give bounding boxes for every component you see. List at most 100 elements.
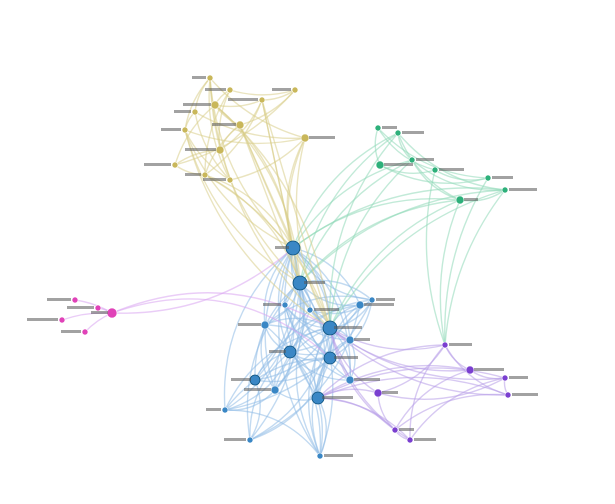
graph-node-yellow [215, 145, 225, 155]
graph-edge [260, 324, 276, 391]
graph-edge [299, 282, 351, 381]
graph-edge [111, 298, 331, 359]
graph-labels [27, 76, 538, 457]
graph-node-label [382, 126, 397, 129]
graph-edge [292, 187, 506, 249]
graph-node-label [192, 76, 206, 79]
graph-node-green [375, 160, 385, 170]
graph-edge [209, 77, 306, 139]
graph-node-purple [406, 436, 414, 444]
graph-edge [299, 199, 461, 284]
graph-node-green [408, 156, 416, 164]
graph-edge [317, 364, 471, 399]
graph-edge [444, 177, 489, 346]
graph-node-pink [94, 304, 102, 312]
graph-edge [264, 324, 322, 457]
graph-node-label [324, 454, 353, 457]
graph-node-label [185, 173, 201, 176]
graph-node-label [231, 378, 251, 381]
graph-node-yellow [226, 176, 234, 184]
graph-node-purple [441, 341, 449, 349]
graph-edge [274, 309, 311, 391]
graph-edge [328, 132, 399, 329]
graph-node-blue [246, 436, 254, 444]
graph-node-purple [373, 388, 383, 398]
graph-node-label [269, 350, 286, 353]
graph-edge [223, 247, 294, 411]
graph-edge [204, 89, 231, 176]
graph-edge [425, 169, 446, 346]
graph-node-label [205, 88, 226, 91]
graph-node-label [354, 338, 370, 341]
graph-node-blue [270, 385, 280, 395]
graph-edge [287, 137, 306, 284]
graph-edge [439, 199, 461, 346]
graph-edge [377, 127, 436, 171]
graph-edge [111, 247, 294, 314]
graph-edge [261, 99, 301, 284]
graph-node-blue [281, 301, 289, 309]
graph-node-label [464, 198, 478, 201]
graph-node-label [203, 178, 226, 181]
graph-edge [204, 174, 331, 329]
graph-edge [317, 367, 506, 399]
graph-node-label [183, 103, 211, 106]
graph-node-label [509, 376, 528, 379]
graph-node-yellow [258, 96, 266, 104]
graph-node-label [228, 98, 258, 101]
graph-node-blue [316, 452, 324, 460]
graph-node-label [354, 378, 380, 381]
graph-node-label [492, 176, 513, 179]
graph-node-green [455, 195, 465, 205]
graph-node-label [474, 368, 504, 371]
graph-node-label [376, 298, 395, 301]
graph-node-label [449, 343, 472, 346]
graph-node-blue [249, 374, 261, 386]
graph-node-yellow [191, 108, 199, 116]
graph-node-label [309, 136, 335, 139]
graph-edge [329, 299, 373, 359]
graph-node-label [384, 163, 413, 166]
graph-node-purple [504, 391, 512, 399]
graph-node-green [394, 129, 402, 137]
graph-node-label [238, 323, 261, 326]
graph-edge [444, 189, 506, 346]
graph-node-yellow [201, 171, 209, 179]
graph-edge [284, 304, 351, 381]
graph-edge [409, 377, 506, 441]
graph-edge [184, 129, 294, 249]
graph-edge [329, 327, 446, 351]
graph-edge [299, 132, 399, 284]
graph-node-yellow [206, 74, 214, 82]
graph-node-label [161, 128, 181, 131]
graph-node-purple [465, 365, 475, 375]
graph-node-pink [58, 316, 66, 324]
graph-edge [317, 376, 509, 399]
graph-node-blue [368, 296, 376, 304]
graph-edge [174, 89, 296, 166]
graph-edge [224, 409, 321, 457]
graph-node-blue [345, 375, 355, 385]
graph-edge [209, 77, 331, 329]
graph-edges [61, 77, 509, 457]
graph-node-label [334, 356, 358, 359]
graph-edge [434, 169, 489, 181]
graph-edge [239, 124, 331, 329]
graph-node-label [414, 438, 436, 441]
graph-node-label [399, 428, 414, 431]
graph-node-label [439, 168, 464, 171]
graph-edge [184, 129, 331, 329]
graph-edge [397, 132, 506, 191]
graph-node-yellow [210, 100, 220, 110]
graph-edge [249, 379, 261, 441]
graph-node-label [206, 408, 221, 411]
graph-edge [229, 137, 306, 181]
graph-node-label [47, 298, 71, 301]
graph-nodes [58, 74, 512, 460]
graph-node-label [275, 246, 289, 249]
graph-node-blue [306, 306, 314, 314]
graph-node-pink [81, 328, 89, 336]
graph-node-label [416, 158, 434, 161]
